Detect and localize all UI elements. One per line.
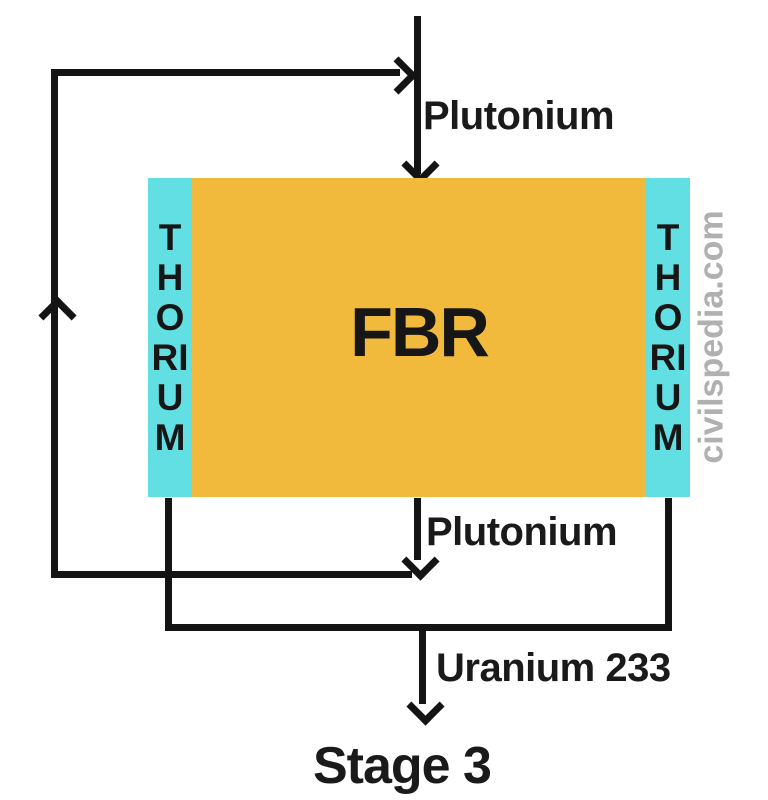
plutonium-output-label: Plutonium xyxy=(426,510,618,554)
pipe-uranium-output xyxy=(419,624,426,704)
thorium-blanket-right-label: THORIUM xyxy=(649,216,687,458)
arrowhead-right-icon xyxy=(379,56,418,95)
thorium-blanket-right: THORIUM xyxy=(646,178,690,497)
thorium-blanket-left-label: THORIUM xyxy=(151,216,189,458)
pipe-collect-left-vertical xyxy=(165,498,172,631)
pipe-collect-bottom-horizontal xyxy=(165,624,672,631)
pipe-plutonium-output xyxy=(414,498,421,560)
plutonium-input-label: Plutonium xyxy=(423,94,615,138)
fbr-reactor-box: THORIUM FBR THORIUM xyxy=(148,178,690,497)
stage-3-label: Stage 3 xyxy=(313,737,492,795)
pipe-recycle-bottom-horizontal xyxy=(51,571,412,578)
fbr-core: FBR xyxy=(192,178,646,497)
fbr-core-label: FBR xyxy=(350,292,490,371)
pipe-recycle-left-vertical xyxy=(51,69,58,578)
thorium-blanket-left: THORIUM xyxy=(148,178,192,497)
uranium-233-output-label: Uranium 233 xyxy=(436,646,671,690)
arrowhead-down-uranium-output-icon xyxy=(406,687,445,726)
pipe-collect-right-vertical xyxy=(665,498,672,631)
arrowhead-up-icon xyxy=(38,296,77,335)
watermark-text: civilspedia.com xyxy=(692,210,731,464)
pipe-plutonium-input xyxy=(414,16,421,174)
pipe-recycle-top-horizontal xyxy=(51,69,400,76)
